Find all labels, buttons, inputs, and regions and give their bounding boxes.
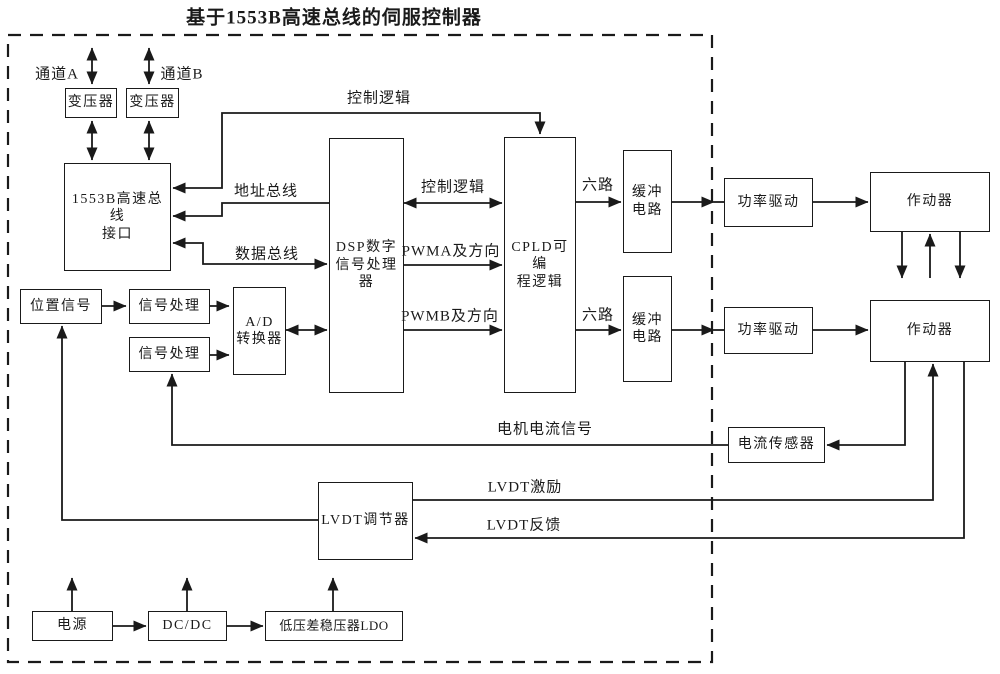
connector-current-sensor-signalproc bbox=[166, 373, 728, 446]
block-ad-converter: A/D 转换器 bbox=[233, 287, 286, 375]
connector-lvdt-position-signal bbox=[56, 325, 318, 521]
pwmb-label: PWMB及方向 bbox=[401, 308, 499, 325]
block-dsp: DSP数字 信号处理 器 bbox=[329, 138, 404, 393]
control-logic-top-label: 控制逻辑 bbox=[346, 90, 412, 107]
block-cpld: CPLD可编 程逻辑 bbox=[504, 137, 576, 393]
lvdt-excitation-label: LVDT激励 bbox=[487, 479, 563, 496]
connector-lvdt-excitation bbox=[413, 363, 939, 501]
block-ldo: 低压差稳压器LDO bbox=[265, 611, 403, 641]
block-transformer-2: 变压器 bbox=[126, 88, 179, 118]
pwma-label: PWMA及方向 bbox=[401, 243, 501, 260]
block-signal-processing-1: 信号处理 bbox=[129, 289, 210, 324]
block-signal-processing-2: 信号处理 bbox=[129, 337, 210, 372]
control-logic-mid-label: 控制逻辑 bbox=[420, 179, 486, 196]
block-current-sensor: 电流传感器 bbox=[728, 427, 825, 463]
lvdt-feedback-label: LVDT反馈 bbox=[486, 517, 562, 534]
channel-a-label: 通道A bbox=[35, 66, 79, 83]
six-way-label-2: 六路 bbox=[581, 307, 615, 324]
connector-address-bus bbox=[172, 202, 329, 222]
block-buffer-circuit-1: 缓冲 电路 bbox=[623, 150, 672, 253]
block-actuator-2: 作动器 bbox=[870, 300, 990, 362]
block-lvdt-regulator: LVDT调节器 bbox=[318, 482, 413, 560]
block-actuator-1: 作动器 bbox=[870, 172, 990, 232]
block-buffer-circuit-2: 缓冲 电路 bbox=[623, 276, 672, 382]
motor-current-label: 电机电流信号 bbox=[496, 421, 594, 438]
diagram-title: 基于1553B高速总线的伺服控制器 bbox=[186, 7, 482, 29]
connector-actuator2-current-sensor bbox=[826, 362, 906, 451]
block-dcdc: DC/DC bbox=[148, 611, 227, 641]
connector-lvdt-feedback bbox=[414, 362, 965, 544]
block-power-supply: 电源 bbox=[32, 611, 113, 641]
six-way-label-1: 六路 bbox=[581, 177, 615, 194]
block-transformer-1: 变压器 bbox=[65, 88, 117, 118]
block-position-signal: 位置信号 bbox=[20, 289, 102, 324]
block-power-drive-2: 功率驱动 bbox=[724, 307, 813, 354]
connector-control-logic-top bbox=[172, 112, 546, 194]
block-1553b-bus-interface: 1553B高速总线 接口 bbox=[64, 163, 171, 271]
data-bus-label: 数据总线 bbox=[234, 246, 300, 263]
connector-data-bus bbox=[172, 237, 328, 270]
address-bus-label: 地址总线 bbox=[233, 183, 299, 200]
block-power-drive-1: 功率驱动 bbox=[724, 178, 813, 227]
channel-b-label: 通道B bbox=[160, 66, 204, 83]
controller-boundary bbox=[6, 33, 714, 664]
